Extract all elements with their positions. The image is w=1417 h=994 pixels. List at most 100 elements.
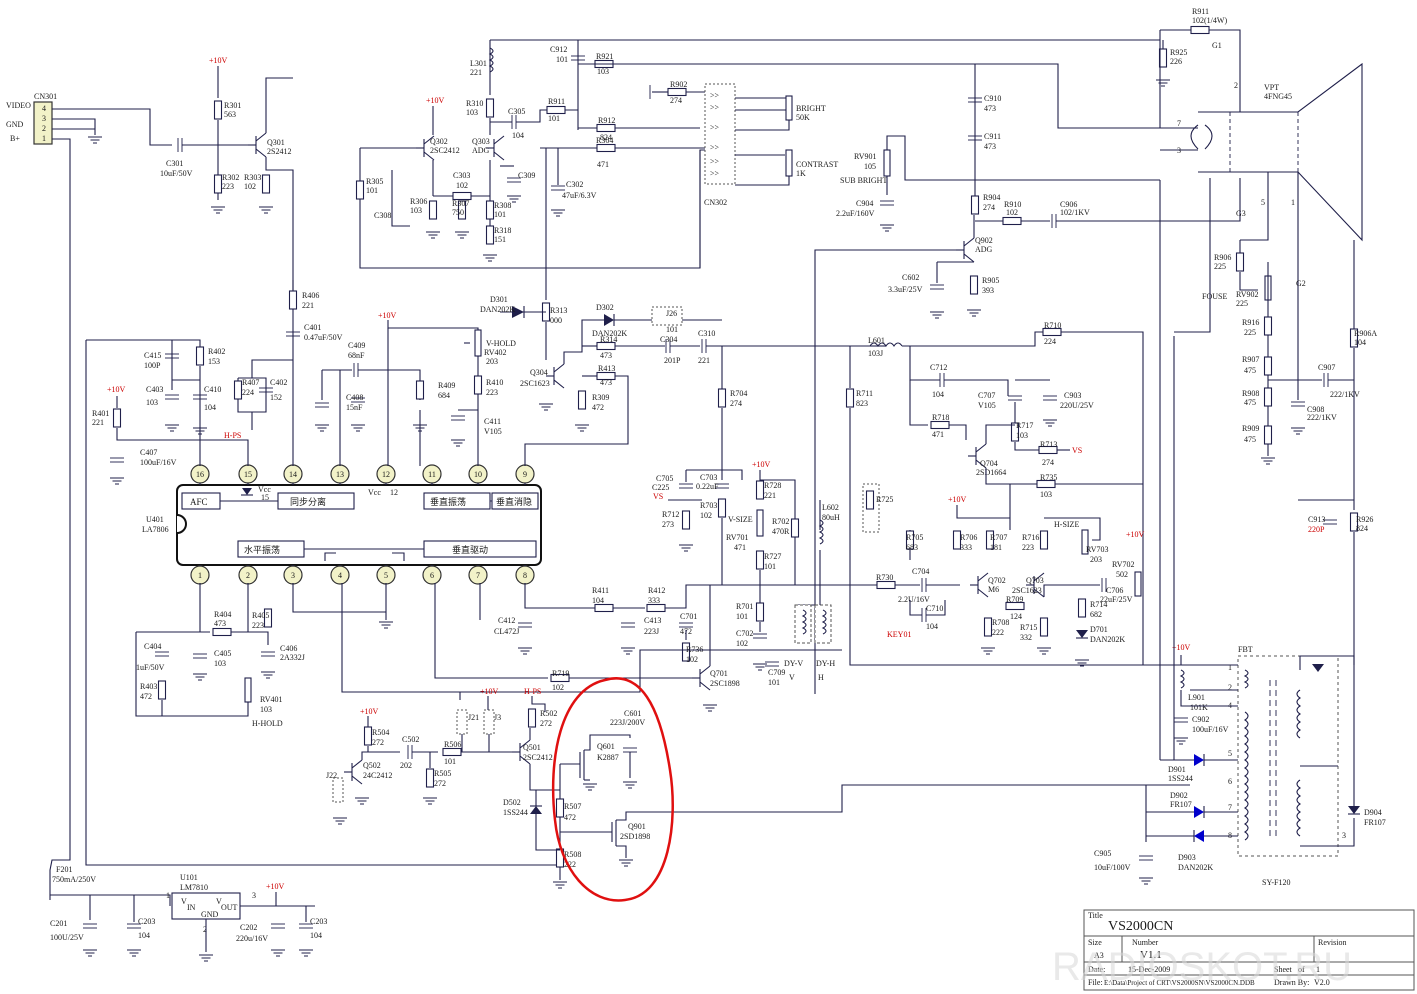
svg-text:103: 103 (410, 206, 422, 215)
svg-text:103J: 103J (868, 349, 883, 358)
svg-text:L601: L601 (868, 336, 885, 345)
svg-text:R502: R502 (540, 709, 557, 718)
svg-text:D301: D301 (490, 295, 508, 304)
svg-text:272: 272 (434, 779, 446, 788)
svg-text:>>: >> (710, 123, 720, 132)
svg-text:R902: R902 (670, 80, 687, 89)
svg-text:473: 473 (600, 378, 612, 387)
vs-label-right: VS (1072, 446, 1082, 455)
highlight-circle (551, 677, 674, 902)
svg-text:1SS244: 1SS244 (503, 808, 528, 817)
svg-text:R727: R727 (764, 552, 781, 561)
svg-text:C201: C201 (50, 919, 67, 928)
svg-text:R504: R504 (372, 728, 389, 737)
svg-text:101: 101 (494, 210, 506, 219)
tb-file-label: File: (1088, 978, 1103, 987)
svg-text:102: 102 (1006, 208, 1018, 217)
svg-text:R713: R713 (1040, 440, 1057, 449)
svg-text:C903: C903 (1064, 391, 1081, 400)
svg-text:C701: C701 (680, 612, 697, 621)
svg-text:102: 102 (552, 683, 564, 692)
dyv-label: DY-V (784, 659, 803, 668)
svg-text:226: 226 (1170, 57, 1182, 66)
svg-text:R305: R305 (366, 177, 383, 186)
svg-text:222: 222 (992, 628, 1004, 637)
svg-text:272: 272 (372, 738, 384, 747)
tb-sheet-of: of (1298, 965, 1305, 974)
svg-text:224: 224 (242, 388, 254, 397)
svg-text:R702: R702 (772, 517, 789, 526)
ic-ref: U401 (146, 515, 164, 524)
svg-text:203: 203 (486, 357, 498, 366)
ic-block-v-blank: 垂直消隐 (496, 496, 532, 507)
svg-text:L301: L301 (470, 59, 487, 68)
svg-text:2SC1623: 2SC1623 (1012, 586, 1042, 595)
plus10v-rv702: +10V (1126, 530, 1145, 539)
svg-text:225: 225 (1244, 328, 1256, 337)
svg-text:R411: R411 (592, 586, 609, 595)
svg-text:R711: R711 (856, 389, 873, 398)
svg-text:103: 103 (466, 108, 478, 117)
svg-text:RV402: RV402 (484, 348, 506, 357)
bplus-label: B+ (10, 134, 20, 143)
ic-vcc12-label: Vcc (368, 488, 381, 497)
svg-text:102: 102 (244, 182, 256, 191)
svg-text:475: 475 (1244, 366, 1256, 375)
ic-pin-label-13: 13 (336, 470, 344, 479)
tb-size-label: Size (1088, 938, 1102, 947)
svg-text:15nF: 15nF (346, 403, 363, 412)
svg-text:R728: R728 (764, 481, 781, 490)
svg-text:C707: C707 (978, 391, 995, 400)
svg-text:DAN202K: DAN202K (1178, 863, 1213, 872)
reg-vout: V (216, 897, 222, 906)
svg-text:C709: C709 (768, 668, 785, 677)
svg-text:ADG: ADG (975, 245, 993, 254)
ic-pin-label-3: 3 (291, 571, 295, 580)
svg-text:C910: C910 (984, 94, 1001, 103)
svg-text:R718: R718 (932, 413, 949, 422)
svg-text:Q601: Q601 (597, 742, 615, 751)
reg-vin: V (181, 897, 187, 906)
crt-pin7: 7 (1177, 119, 1181, 128)
svg-text:220P: 220P (1308, 525, 1325, 534)
svg-text:C907: C907 (1318, 363, 1335, 372)
cn301-ref: CN301 (34, 92, 57, 101)
svg-text:R707: R707 (990, 533, 1007, 542)
svg-text:R412: R412 (648, 586, 665, 595)
svg-text:C602: C602 (902, 273, 919, 282)
svg-text:R706: R706 (960, 533, 977, 542)
plus10v-q302: +10V (426, 96, 445, 105)
svg-text:RV703: RV703 (1086, 545, 1108, 554)
svg-text:103: 103 (1016, 431, 1028, 440)
svg-text:R906A: R906A (1354, 329, 1377, 338)
gnd-label: GND (6, 120, 24, 129)
ic-vcc-pin: 15 (261, 493, 269, 502)
ic-block-v-drive: 垂直驱动 (452, 544, 488, 555)
plus10v-reg: +10V (266, 882, 285, 891)
svg-text:475: 475 (1244, 435, 1256, 444)
ic-pin-label-10: 10 (474, 470, 482, 479)
svg-text:C705: C705 (656, 474, 673, 483)
svg-text:473: 473 (214, 619, 226, 628)
svg-text:471: 471 (734, 543, 746, 552)
svg-text:DAN202K: DAN202K (592, 329, 627, 338)
svg-text:R309: R309 (592, 393, 609, 402)
svg-text:R505: R505 (434, 769, 451, 778)
regulator-part: LM7810 (180, 883, 208, 892)
svg-text:R912: R912 (598, 116, 615, 125)
svg-text:223: 223 (486, 388, 498, 397)
svg-text:221: 221 (698, 356, 710, 365)
svg-text:102: 102 (686, 655, 698, 664)
svg-text:222/1KV: 222/1KV (1330, 390, 1360, 399)
fbt-pin1: 1 (1228, 663, 1232, 672)
svg-text:104: 104 (592, 596, 604, 605)
svg-text:471: 471 (932, 430, 944, 439)
svg-text:C301: C301 (166, 159, 183, 168)
svg-text:R307: R307 (452, 199, 469, 208)
svg-text:104: 104 (926, 622, 938, 631)
svg-text:103: 103 (597, 67, 609, 76)
svg-text:221: 221 (302, 301, 314, 310)
ic-block-sync-sep: 同步分离 (290, 496, 326, 507)
